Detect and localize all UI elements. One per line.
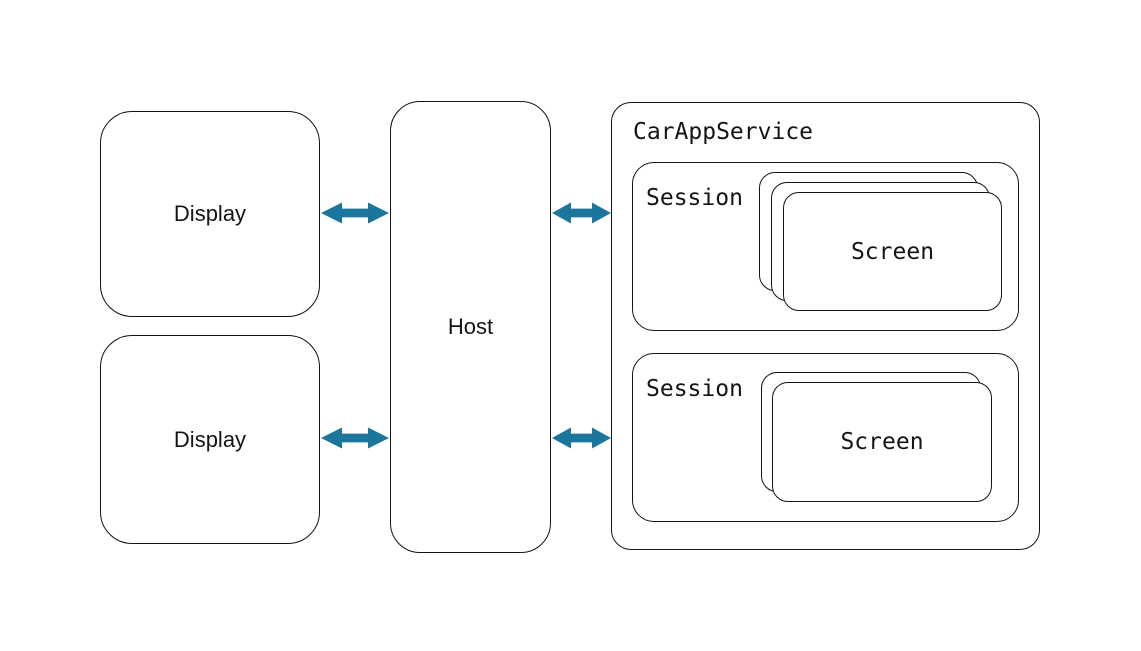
bidirectional-arrow-icon xyxy=(552,425,611,451)
screen-label: Screen xyxy=(850,238,935,265)
bidirectional-arrow-icon xyxy=(321,425,389,451)
screen-card-front: Screen xyxy=(772,382,992,502)
host-box: Host xyxy=(390,101,551,553)
display-label: Display xyxy=(173,201,247,226)
host-label: Host xyxy=(447,314,494,339)
bidirectional-arrow-icon xyxy=(552,200,611,226)
display-box-top: Display xyxy=(100,111,320,317)
car-app-service-box: CarAppService Session Screen Session Scr… xyxy=(611,102,1040,550)
display-box-bottom: Display xyxy=(100,335,320,544)
car-app-service-label: CarAppService xyxy=(633,119,814,145)
session-box-2: Session Screen xyxy=(632,353,1019,522)
session-label: Session xyxy=(646,376,743,402)
bidirectional-arrow-icon xyxy=(321,200,389,226)
screen-label: Screen xyxy=(840,429,924,455)
session-label: Session xyxy=(646,185,743,211)
session-box-1: Session Screen xyxy=(632,162,1019,331)
display-label: Display xyxy=(173,426,247,452)
screen-card-front: Screen xyxy=(783,192,1002,311)
